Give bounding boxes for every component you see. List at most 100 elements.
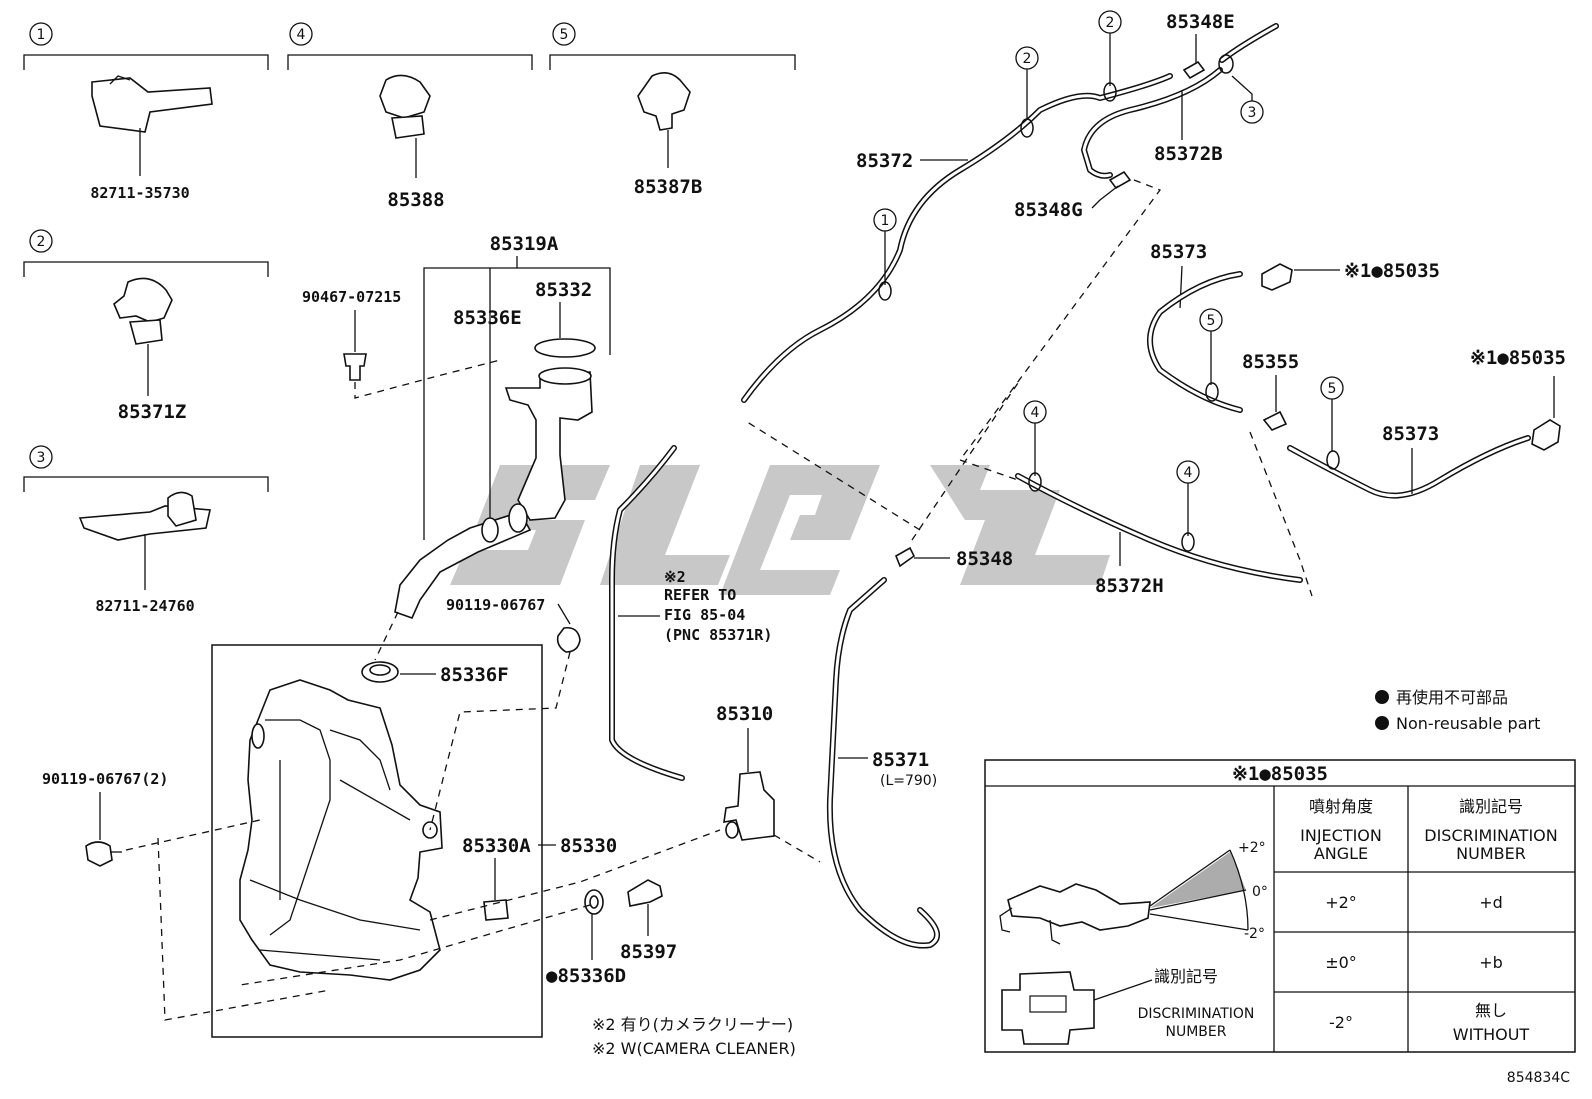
part-label-85371[interactable]: 85371 <box>872 749 929 771</box>
part-label-90467-07215[interactable]: 90467-07215 <box>302 288 401 306</box>
callout-3-hose: 3 <box>1248 105 1257 121</box>
hose-85372H: 4 4 85372H <box>959 400 1303 597</box>
callout-2-hose-b: 2 <box>1106 15 1115 31</box>
disc-label-en1: DISCRIMINATION <box>1138 1006 1255 1022</box>
hose-refer-85371R: ※2 REFER TO FIG 85-04 (PNC 85371R) <box>609 445 772 781</box>
part-label-85373-b[interactable]: 85373 <box>1382 423 1439 445</box>
part-label-85371Z[interactable]: 85371Z <box>118 401 187 423</box>
legend: 再使用不可部品 Non-reusable part <box>1375 688 1540 733</box>
callout-3: 3 <box>37 450 46 466</box>
group-2-bracket: 2 85371Z <box>23 229 269 423</box>
table-row1-angle: +2° <box>1325 893 1357 912</box>
group-4-bracket: 4 85388 <box>287 22 533 211</box>
pump-motor-85310: 85310 <box>716 703 821 863</box>
bolt-90467-07215: 90467-07215 <box>302 288 501 399</box>
callout-4-hose-a: 4 <box>1031 405 1040 421</box>
table-h2-jp: 識別記号 <box>1459 797 1523 816</box>
note-camera-en: ※2 W(CAMERA CLEANER) <box>592 1039 796 1058</box>
hose-85373-right: 5 85373 ※1●85035 <box>1287 347 1566 499</box>
group-1-bracket: 1 82711-35730 <box>23 22 269 202</box>
figure-id: 854834C <box>1507 1070 1570 1086</box>
bolt-90119-06767: 90119-06767 <box>429 596 581 831</box>
part-label-85372H[interactable]: 85372H <box>1095 575 1164 597</box>
callout-5-hose-a: 5 <box>1207 313 1216 329</box>
part-label-82711-24760[interactable]: 82711-24760 <box>95 597 194 615</box>
note-camera-jp: ※2 有り(カメラクリーナー) <box>592 1015 793 1034</box>
nozzle-spec-table: ※1●85035 噴射角度 INJECTION ANGLE 識別記号 DISCR… <box>984 759 1576 1053</box>
table-h1-en1: INJECTION <box>1300 826 1382 845</box>
group-3-bracket: 3 82711-24760 <box>23 445 269 615</box>
washer-85336D: ●85336D <box>239 889 626 987</box>
table-row2-code: +b <box>1479 953 1503 972</box>
bolt-90119-06767-x2: 90119-06767(2) <box>42 770 331 1021</box>
part-label-85035-b[interactable]: ※1●85035 <box>1470 347 1566 369</box>
part-label-85372[interactable]: 85372 <box>856 150 913 172</box>
table-h2-en2: NUMBER <box>1456 844 1526 863</box>
table-h2-en1: DISCRIMINATION <box>1424 826 1557 845</box>
table-row2-angle: ±0° <box>1325 953 1357 972</box>
hose-85373-left: 85373 5 ※1●85035 85355 <box>1147 241 1440 597</box>
part-label-85348[interactable]: 85348 <box>956 548 1013 570</box>
part-label-85397[interactable]: 85397 <box>620 941 677 963</box>
hose-85372B-assembly: 85348E 85372B 3 85348G <box>959 11 1279 461</box>
legend-jp: 再使用不可部品 <box>1396 688 1508 707</box>
table-title: ※1●85035 <box>1232 763 1328 785</box>
callout-2-hose-a: 2 <box>1023 51 1032 67</box>
table-h1-en2: ANGLE <box>1314 844 1368 863</box>
callout-1-hose: 1 <box>881 213 890 229</box>
callout-5: 5 <box>560 27 569 43</box>
legend-en: Non-reusable part <box>1396 714 1540 733</box>
angle-0: 0° <box>1252 884 1268 900</box>
callout-1: 1 <box>37 27 46 43</box>
refer-line-1: REFER TO <box>664 586 736 604</box>
part-label-85336D[interactable]: ●85336D <box>546 965 626 987</box>
table-row3-angle: -2° <box>1329 1013 1353 1032</box>
angle-minus2: -2° <box>1244 926 1265 942</box>
disc-label-jp: 識別記号 <box>1154 967 1218 986</box>
part-label-85388[interactable]: 85388 <box>387 189 444 211</box>
disc-label-en2: NUMBER <box>1166 1024 1227 1040</box>
refer-line-2: FIG 85-04 <box>664 606 745 624</box>
callout-4-hose-b: 4 <box>1184 465 1193 481</box>
pump-grommet-85330A: 85330A 85330 <box>429 829 721 921</box>
grommet-85336F: 85336F <box>361 611 509 686</box>
part-label-85387B[interactable]: 85387B <box>634 176 703 198</box>
refer-line-3[interactable]: (PNC 85371R) <box>664 626 772 644</box>
part-label-85310[interactable]: 85310 <box>716 703 773 725</box>
part-label-85348G[interactable]: 85348G <box>1014 199 1083 221</box>
washer-tank-box <box>211 644 543 1038</box>
part-label-85355[interactable]: 85355 <box>1242 351 1299 373</box>
part-label-85035-a[interactable]: ※1●85035 <box>1344 260 1440 282</box>
group-5-bracket: 5 85387B <box>549 22 796 198</box>
hose-85371-length: (L=790) <box>880 773 937 789</box>
part-label-85336E[interactable]: 85336E <box>453 307 522 329</box>
table-row3-code-en: WITHOUT <box>1453 1025 1530 1044</box>
part-label-85332[interactable]: 85332 <box>535 279 592 301</box>
part-label-82711-35730[interactable]: 82711-35730 <box>90 184 189 202</box>
callout-4: 4 <box>297 27 306 43</box>
table-h1-jp: 噴射角度 <box>1309 797 1373 816</box>
camera-cleaner-notes: ※2 有り(カメラクリーナー) ※2 W(CAMERA CLEANER) <box>592 1015 796 1058</box>
hose-85372: 85372 1 2 2 <box>741 10 1173 403</box>
part-label-85330A[interactable]: 85330A <box>462 835 531 857</box>
part-label-85372B[interactable]: 85372B <box>1154 143 1223 165</box>
part-label-85336F[interactable]: 85336F <box>440 664 509 686</box>
part-label-85330[interactable]: 85330 <box>560 835 617 857</box>
filled-dot-icon <box>1375 690 1389 704</box>
table-row1-code: +d <box>1479 893 1503 912</box>
callout-5-hose-b: 5 <box>1328 381 1337 397</box>
part-label-85348E[interactable]: 85348E <box>1166 11 1235 33</box>
angle-plus2: +2° <box>1238 840 1266 856</box>
filler-neck-assembly: 85319A 85336E 85332 <box>394 233 611 620</box>
part-label-90119-06767-2[interactable]: 90119-06767(2) <box>42 770 168 788</box>
part-85397: 85397 <box>620 879 677 963</box>
hose-85371: 85371 (L=790) <box>826 577 941 949</box>
part-label-85373-a[interactable]: 85373 <box>1150 241 1207 263</box>
part-label-90119-06767[interactable]: 90119-06767 <box>446 596 545 614</box>
refer-mark: ※2 <box>664 568 686 586</box>
part-label-85319A[interactable]: 85319A <box>490 233 559 255</box>
filled-dot-icon <box>1375 716 1389 730</box>
callout-2: 2 <box>37 234 46 250</box>
